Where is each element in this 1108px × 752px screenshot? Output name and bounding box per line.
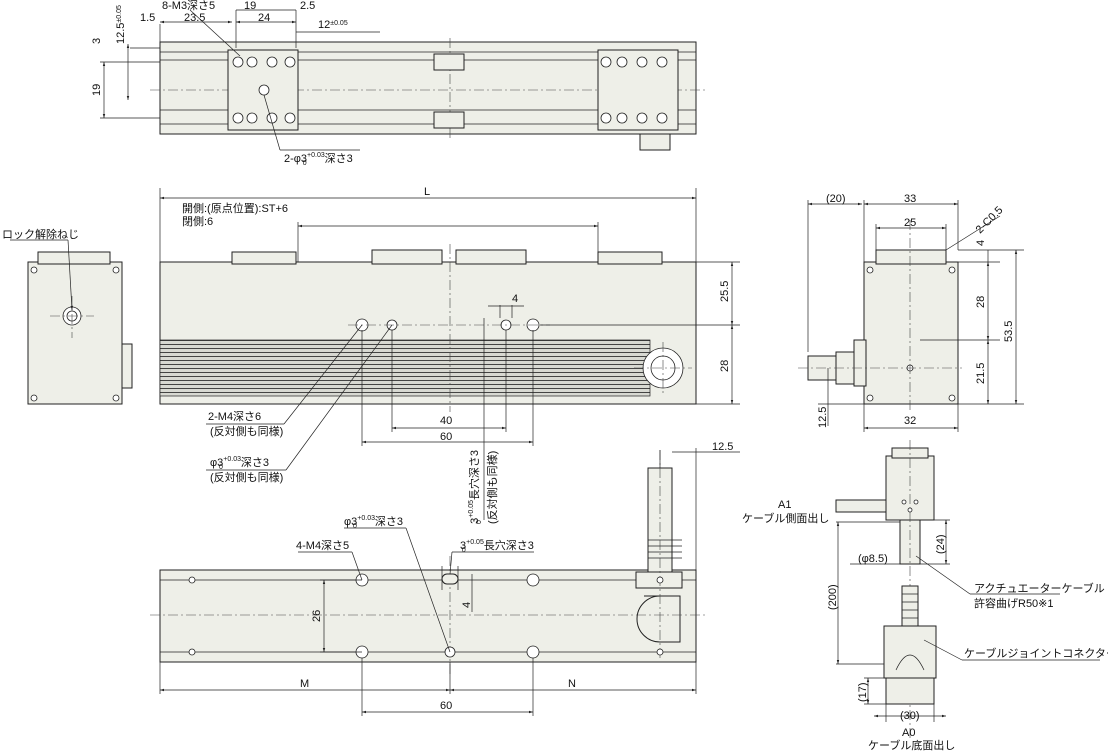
dim-60-bottom: 60 <box>440 700 452 712</box>
dim-12-5-bottom: 12.5 <box>712 441 733 453</box>
dim-25: 25 <box>904 217 916 229</box>
dim-12-5-right: 12.5 <box>817 407 829 428</box>
dim-30: (30) <box>900 710 920 722</box>
label-a0-desc: ケーブル底面出し <box>868 738 955 752</box>
dim-N: N <box>568 678 576 690</box>
bottom-view-body <box>159 569 697 663</box>
dim-M: M <box>300 678 309 690</box>
dim-3: 3 <box>91 38 103 44</box>
dim-25-5: 25.5 <box>719 281 731 302</box>
dim-40: 40 <box>440 415 452 427</box>
cable-view: (200) A1 ケーブル側面出し (24) (φ8.5) アクチュエーターケー… <box>742 440 1108 752</box>
dim-L: L <box>424 186 430 198</box>
left-view-body <box>27 261 123 405</box>
dim-21-5: 21.5 <box>975 363 987 384</box>
dim-26: 26 <box>311 610 323 622</box>
right-view-body <box>863 261 959 405</box>
front-view-fins <box>159 339 651 397</box>
dim-24-cable: (24) <box>935 534 947 554</box>
dim-2-5: 2.5 <box>300 0 315 12</box>
dim-200: (200) <box>827 584 839 610</box>
label-a1-desc: ケーブル側面出し <box>742 511 829 525</box>
note-m4-6: 2-M4深さ6 <box>208 410 261 423</box>
dim-12: 12±0.05 <box>318 19 348 31</box>
dim-8-m3: 8-M3深さ5 <box>162 0 215 12</box>
stroke-open: 開側:(原点位置):ST+6 <box>182 201 288 215</box>
left-view: ロック解除ねじ <box>2 227 133 405</box>
label-a0: A0 <box>902 727 915 739</box>
lock-release-label: ロック解除ねじ <box>2 227 79 241</box>
dim-17: (17) <box>857 682 869 702</box>
dim-28-right: 28 <box>975 296 987 308</box>
dim-4-right: 4 <box>975 240 987 246</box>
dim-32: 32 <box>904 415 916 427</box>
label-bend-radius: 許容曲げR50※1 <box>974 596 1054 610</box>
note-slot-vertical-opp: (反対側も同様) <box>485 451 499 524</box>
right-view: (20) 33 25 2-C0.5 4 28 53.5 21.5 12.5 32 <box>798 193 1024 432</box>
dim-4-bottom: 4 <box>461 602 473 608</box>
dim-23-5: 23.5 <box>184 12 205 24</box>
bottom-view-cable <box>647 467 673 573</box>
label-actuator-cable: アクチュエーターケーブル <box>974 581 1105 595</box>
label-a1: A1 <box>778 499 791 511</box>
dim-60-front: 60 <box>440 431 452 443</box>
dim-slot-4: 4 <box>512 293 518 305</box>
dim-phi8-5: (φ8.5) <box>858 553 888 565</box>
dim-33: 33 <box>904 193 916 205</box>
note-chamfer: 2-C0.5 <box>974 204 1006 236</box>
dim-12-5: 12.5±0.05 <box>115 5 127 44</box>
dim-20: (20) <box>826 193 846 205</box>
front-view: L 開側:(原点位置):ST+6 閉側:6 25.5 28 4 40 60 2-… <box>159 186 740 524</box>
top-view-tab <box>639 133 671 151</box>
note-slot-vertical: 3+0.050長穴深さ3 <box>467 450 483 524</box>
label-joint-connector: ケーブルジョイントコネクター※2 <box>964 646 1108 660</box>
dim-24: 24 <box>258 12 270 24</box>
dim-19-top: 19 <box>244 0 256 12</box>
cable-joint-connector <box>883 625 937 679</box>
dim-53-5: 53.5 <box>1003 321 1015 342</box>
dim-28-front: 28 <box>719 360 731 372</box>
dim-1-5: 1.5 <box>140 12 155 24</box>
dim-19-side: 19 <box>91 84 103 96</box>
note-m4-6-opp: (反対側も同様) <box>210 424 283 438</box>
note-m4-5: 4-M4深さ5 <box>296 539 349 552</box>
top-view: 1.5 8-M3深さ5 19 2.5 23.5 24 12±0.05 12.5±… <box>91 0 706 167</box>
stroke-close: 閉側:6 <box>182 215 213 228</box>
note-phi3-front-opp: (反対側も同様) <box>210 470 283 484</box>
top-view-holes <box>232 56 668 124</box>
